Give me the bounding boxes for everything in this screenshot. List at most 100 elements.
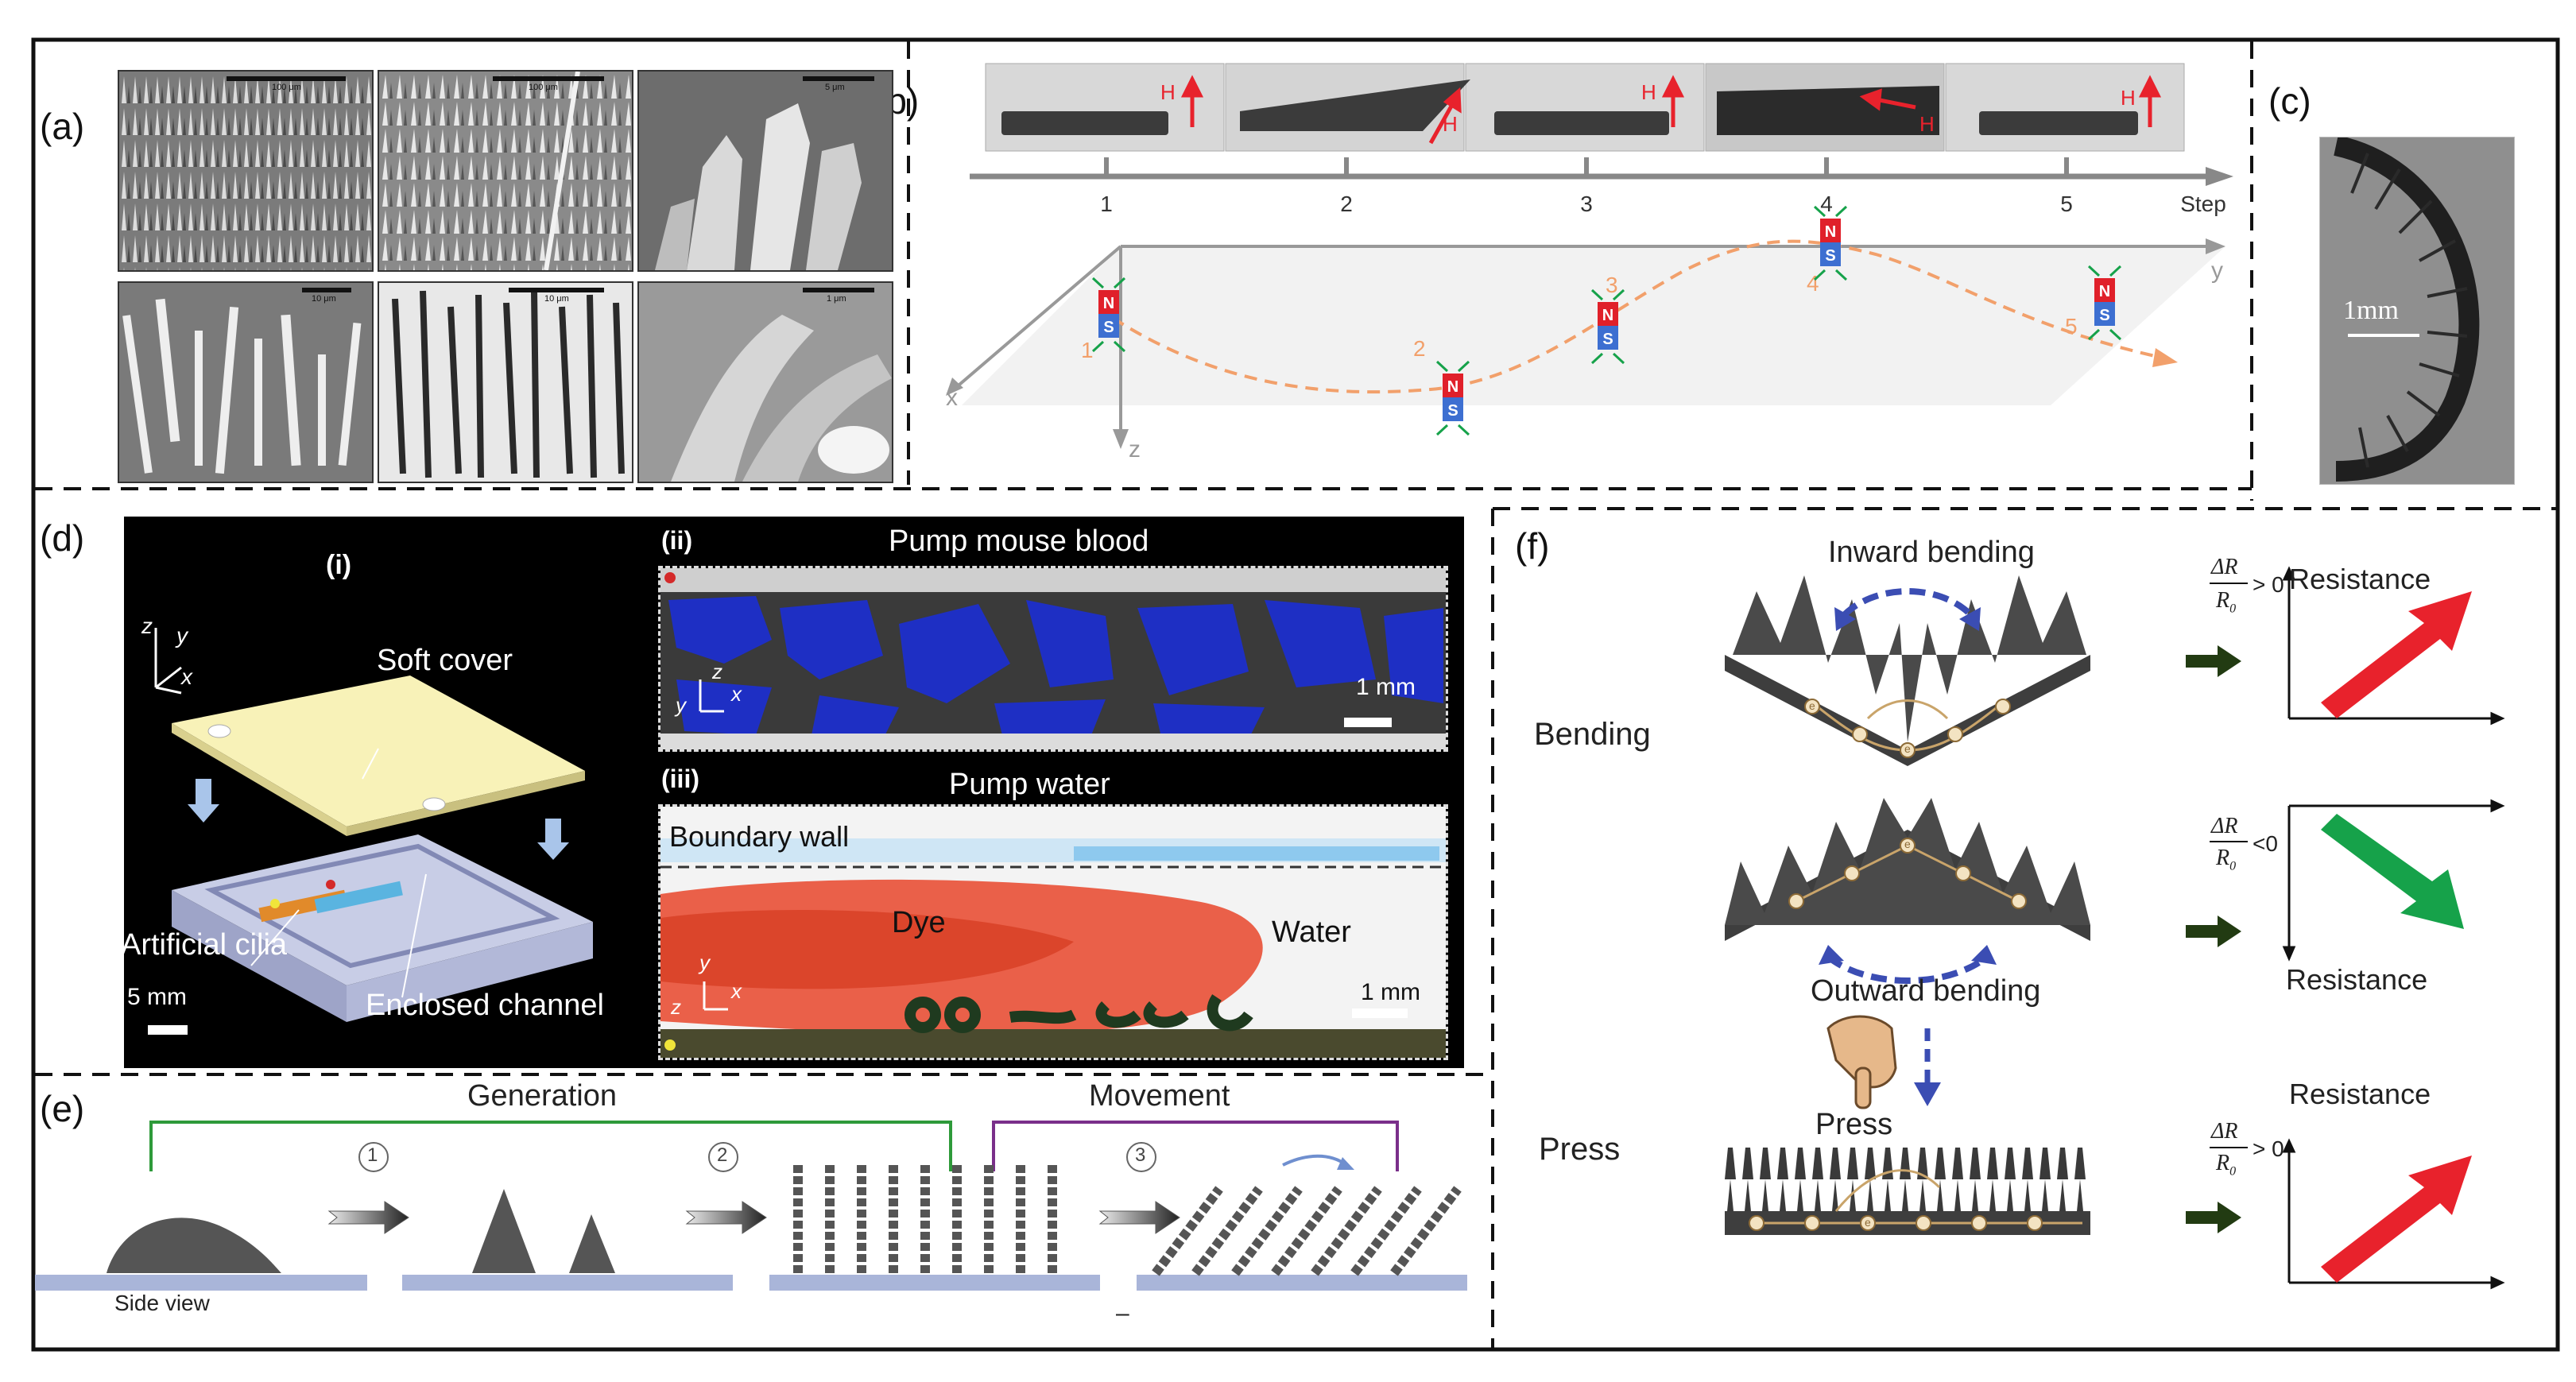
electron-label-3: e xyxy=(1904,838,1911,850)
dr-numerator-3: ΔR xyxy=(2211,1119,2238,1144)
magnet-5 xyxy=(2094,278,2115,326)
axis-y-label-ii: y xyxy=(676,693,686,717)
magnet-4 xyxy=(1820,219,1841,266)
sem-scale-label-2: 100 μm xyxy=(529,83,558,92)
electron-label-2: e xyxy=(1904,742,1911,755)
magnet-1-n: N xyxy=(1103,295,1114,312)
pump-water-title: Pump water xyxy=(949,768,1110,801)
sem-image-5 xyxy=(378,281,633,483)
sem-image-4 xyxy=(118,281,374,483)
inward-bending-label: Inward bending xyxy=(1828,536,2035,569)
sem-scalebar-5 xyxy=(509,288,604,292)
position-label-3: 3 xyxy=(1606,273,1618,297)
step-3-label: 3 xyxy=(1135,1144,1146,1166)
press-row-label: Press xyxy=(1539,1132,1621,1167)
scale-i-label: 5 mm xyxy=(127,984,187,1010)
magnet-4-n: N xyxy=(1825,223,1836,241)
dr-numerator-1: ΔR xyxy=(2211,555,2238,579)
position-label-4: 4 xyxy=(1807,271,1819,296)
field-label-1: H xyxy=(1160,80,1176,104)
sem-scalebar-4 xyxy=(302,288,351,292)
cilia-generation-diagram xyxy=(35,1121,1467,1291)
soft-cover-label: Soft cover xyxy=(377,644,513,677)
boundary-wall-label: Boundary wall xyxy=(669,820,850,853)
sem-image-6 xyxy=(637,281,893,483)
panel-b-diagram: H H H H H 1 2 3 4 5 Step x y z 1 2 3 4 5 xyxy=(946,63,2233,463)
magnet-1-s: S xyxy=(1103,319,1114,336)
step-tick-3: 3 xyxy=(1580,192,1593,216)
resistance-label-3: Resistance xyxy=(2289,1078,2431,1110)
axis-y-label-i: y xyxy=(176,623,188,648)
sem-scale-label-1: 100 μm xyxy=(272,83,301,92)
panel-label-d: (d) xyxy=(40,517,85,559)
step-tick-4: 4 xyxy=(1820,192,1833,216)
artificial-cilia-label: Artificial cilia xyxy=(121,928,288,962)
r0-denominator-3: R0 xyxy=(2216,1151,2236,1179)
axis-z-label-iii: z xyxy=(671,995,681,1019)
sem-scale-label-4: 10 μm xyxy=(312,294,336,304)
r0-subscript-3: 0 xyxy=(2229,1164,2237,1179)
panel-label-a: (a) xyxy=(40,106,85,147)
field-label-5: H xyxy=(2121,86,2136,110)
magnet-1 xyxy=(1098,290,1119,338)
pump-device-schematic xyxy=(148,628,593,1035)
magnet-3-n: N xyxy=(1602,307,1613,324)
r0-symbol-3: R xyxy=(2216,1151,2230,1175)
step-photo-5 xyxy=(1945,63,2185,152)
step-axis-label: Step xyxy=(2180,192,2226,216)
step-1-label: 1 xyxy=(367,1144,378,1166)
magnet-5-s: S xyxy=(2099,307,2109,324)
electron-label-4: e xyxy=(1865,1216,1871,1229)
dr-numerator-2: ΔR xyxy=(2211,814,2238,838)
magnet-3-s: S xyxy=(1602,331,1613,348)
subpanel-iii-label: (iii) xyxy=(661,765,699,793)
curved-cilia-scale-label: 1mm xyxy=(2343,296,2399,325)
lt0-label-2: <0 xyxy=(2253,831,2278,856)
step-tick-2: 2 xyxy=(1340,192,1353,216)
scale-iii-label: 1 mm xyxy=(1361,979,1420,1005)
press-label: Press xyxy=(1815,1108,1893,1141)
position-label-1: 1 xyxy=(1081,338,1094,362)
sem-scalebar-1 xyxy=(227,76,346,81)
sem-scale-label-5: 10 μm xyxy=(544,294,569,304)
gt0-label-1: > 0 xyxy=(2253,572,2284,597)
water-label: Water xyxy=(1272,916,1351,949)
field-label-2: H xyxy=(1443,112,1458,136)
dye-label: Dye xyxy=(892,906,946,939)
curved-cilia-scalebar xyxy=(2348,334,2419,337)
strain-sensing-diagram xyxy=(1725,566,2505,1290)
scale-ii-label: 1 mm xyxy=(1356,674,1416,700)
sem-scalebar-2 xyxy=(493,76,604,81)
step-2-label: 2 xyxy=(717,1144,728,1166)
sem-scale-label-3: 5 μm xyxy=(825,83,845,92)
magnet-2 xyxy=(1443,374,1463,421)
sem-scalebar-6 xyxy=(803,288,874,292)
curved-cilia-photo xyxy=(2319,137,2515,485)
step-tick-1: 1 xyxy=(1100,192,1113,216)
resistance-label-1: Resistance xyxy=(2289,563,2431,595)
axis-x-label-iii: x xyxy=(731,979,742,1003)
axis-x-label-ii: x xyxy=(731,682,742,706)
r0-subscript-1: 0 xyxy=(2229,602,2237,616)
r0-symbol-2: R xyxy=(2216,846,2230,870)
water-flow-image xyxy=(658,804,1448,1060)
blood-flow-image xyxy=(658,566,1448,752)
r0-denominator-2: R0 xyxy=(2216,846,2236,874)
axis-x-label-i: x xyxy=(181,664,192,689)
sem-image-1 xyxy=(118,70,374,272)
panel-label-e: (e) xyxy=(40,1088,85,1129)
pump-blood-title: Pump mouse blood xyxy=(889,525,1149,558)
axis-z-label: z xyxy=(1129,436,1141,463)
sem-image-3 xyxy=(637,70,893,272)
enclosed-channel-label: Enclosed channel xyxy=(366,989,604,1022)
magnet-4-s: S xyxy=(1825,247,1835,265)
gt0-label-3: > 0 xyxy=(2253,1136,2284,1161)
panel-label-f: (f) xyxy=(1515,525,1550,567)
field-label-4: H xyxy=(1919,112,1935,136)
electron-label-1: e xyxy=(1809,699,1815,712)
bending-row-label: Bending xyxy=(1534,717,1651,752)
r0-symbol-1: R xyxy=(2216,588,2230,613)
axis-z-label-ii: z xyxy=(712,660,722,683)
step-photo-1 xyxy=(985,63,1225,152)
sem-image-2 xyxy=(378,70,633,272)
